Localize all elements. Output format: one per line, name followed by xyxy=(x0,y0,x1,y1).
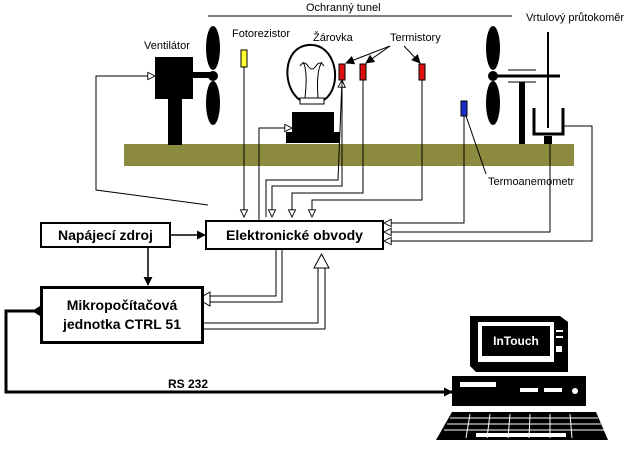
computer-keyboard xyxy=(436,412,608,440)
label-termistory: Termistory xyxy=(390,32,441,44)
ventilator-motor xyxy=(155,57,210,145)
termistor-sensor-3 xyxy=(418,63,426,81)
label-fotorezistor: Fotorezistor xyxy=(232,28,291,40)
flowmeter-propeller xyxy=(486,26,500,125)
block-napajeci-zdroj-label: Napájecí zdroj xyxy=(58,226,153,243)
block-mikro-line1: Mikropočítačová xyxy=(66,297,178,313)
block-mikro-line2: jednotka CTRL 51 xyxy=(63,316,181,332)
sensor-wires xyxy=(244,67,593,241)
termoanemometr-sensor xyxy=(460,100,468,117)
termistor-sensor-1 xyxy=(338,63,346,81)
wire-to-bulb xyxy=(258,128,292,220)
computer-case xyxy=(452,376,586,406)
label-rs232: RS 232 xyxy=(168,377,209,391)
flowmeter-body xyxy=(497,32,565,144)
label-ventilator: Ventilátor xyxy=(144,40,190,52)
wire-to-ventilator xyxy=(95,76,209,206)
bus-micro-to-electronics xyxy=(204,252,330,330)
ventilator-blades xyxy=(206,26,220,125)
block-napajeci-zdroj: Napájecí zdroj xyxy=(40,222,171,248)
fotorezistor-sensor xyxy=(240,49,248,68)
block-mikropocitacova-jednotka: Mikropočítačová jednotka CTRL 51 xyxy=(40,286,204,344)
label-vrtulovy-prutokomer: Vrtulový průtokoměr xyxy=(526,12,625,24)
termoanemometr-pointer xyxy=(465,115,487,175)
label-ochranny-tunel: Ochranný tunel xyxy=(306,2,381,14)
bulb xyxy=(286,43,340,143)
block-elektronicke-obvody-label: Elektronické obvody xyxy=(226,226,363,243)
termistor-sensor-2 xyxy=(359,63,367,81)
rs232-line xyxy=(4,309,453,397)
base-plate xyxy=(124,144,574,166)
label-termoanemometr: Termoanemometr xyxy=(488,176,575,188)
label-zarovka: Žárovka xyxy=(313,32,353,44)
block-elektronicke-obvody: Elektronické obvody xyxy=(205,220,384,250)
bus-electronics-to-micro xyxy=(197,250,283,307)
termistory-pointers xyxy=(345,45,421,65)
monitor-screen-text: InTouch xyxy=(482,326,550,356)
rs232-arrowhead-left xyxy=(32,306,40,316)
